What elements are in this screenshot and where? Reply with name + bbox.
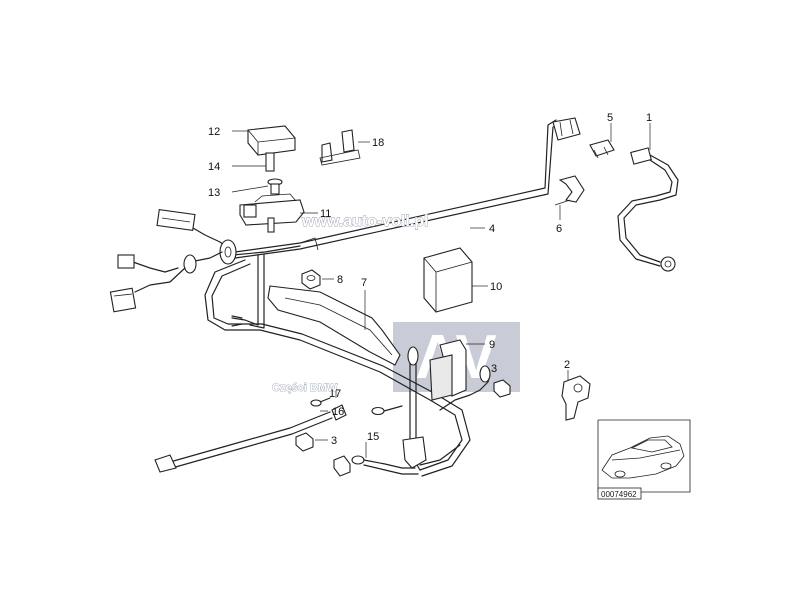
bracket-9 [429, 339, 467, 401]
callout-7: 7 [361, 277, 367, 289]
callout-8: 8 [337, 274, 343, 286]
sensor-assembly [239, 125, 305, 233]
bracket-7 [267, 285, 401, 366]
callout-12: 12 [208, 126, 220, 138]
callout-18: 18 [372, 137, 384, 149]
ring-17 [310, 397, 331, 407]
callout-15: 15 [367, 431, 379, 443]
clip-18 [319, 129, 361, 166]
clip-6 [554, 175, 585, 206]
callout-1: 1 [646, 112, 652, 124]
watermark-site: www.auto-voll.pl [301, 213, 429, 230]
callout-4: 4 [489, 223, 495, 235]
car-illustration [601, 435, 685, 479]
callout-14: 14 [208, 161, 220, 173]
callout-13: 13 [208, 187, 220, 199]
callout-3-upper: 3 [491, 363, 497, 375]
leader-lines [231, 123, 651, 458]
cable-15 [333, 455, 419, 477]
callout-6: 6 [556, 223, 562, 235]
callout-numbers: 12 14 13 11 18 5 1 6 4 8 7 10 9 3 2 17 1… [208, 112, 652, 447]
sensor-2 [561, 375, 591, 421]
inset-code: 00074962 [601, 490, 637, 499]
ground-cable [402, 346, 491, 471]
callout-2: 2 [564, 359, 570, 371]
cable-16 [154, 404, 347, 473]
cable-1 [617, 147, 679, 272]
nut-8 [301, 269, 321, 290]
nut-3-upper [493, 379, 511, 398]
callout-17: 17 [329, 388, 341, 400]
callout-16: 16 [332, 406, 344, 418]
callout-5: 5 [607, 112, 613, 124]
callout-3-lower: 3 [331, 435, 337, 447]
ring-near-16 [371, 405, 403, 416]
box-10 [423, 247, 473, 313]
callout-9: 9 [489, 339, 495, 351]
watermark-texts: www.auto-voll.pl Części BMW [272, 213, 429, 395]
callout-10: 10 [490, 281, 502, 293]
nut-3-lower [295, 432, 314, 452]
watermark-subtitle: Części BMW [272, 382, 338, 394]
main-harness [204, 119, 559, 477]
callout-11: 11 [320, 208, 331, 220]
left-connectors [109, 208, 237, 313]
inset-car-view: 00074962 [597, 419, 691, 500]
connector-5 [589, 139, 615, 159]
harness-end-connector [552, 117, 581, 141]
